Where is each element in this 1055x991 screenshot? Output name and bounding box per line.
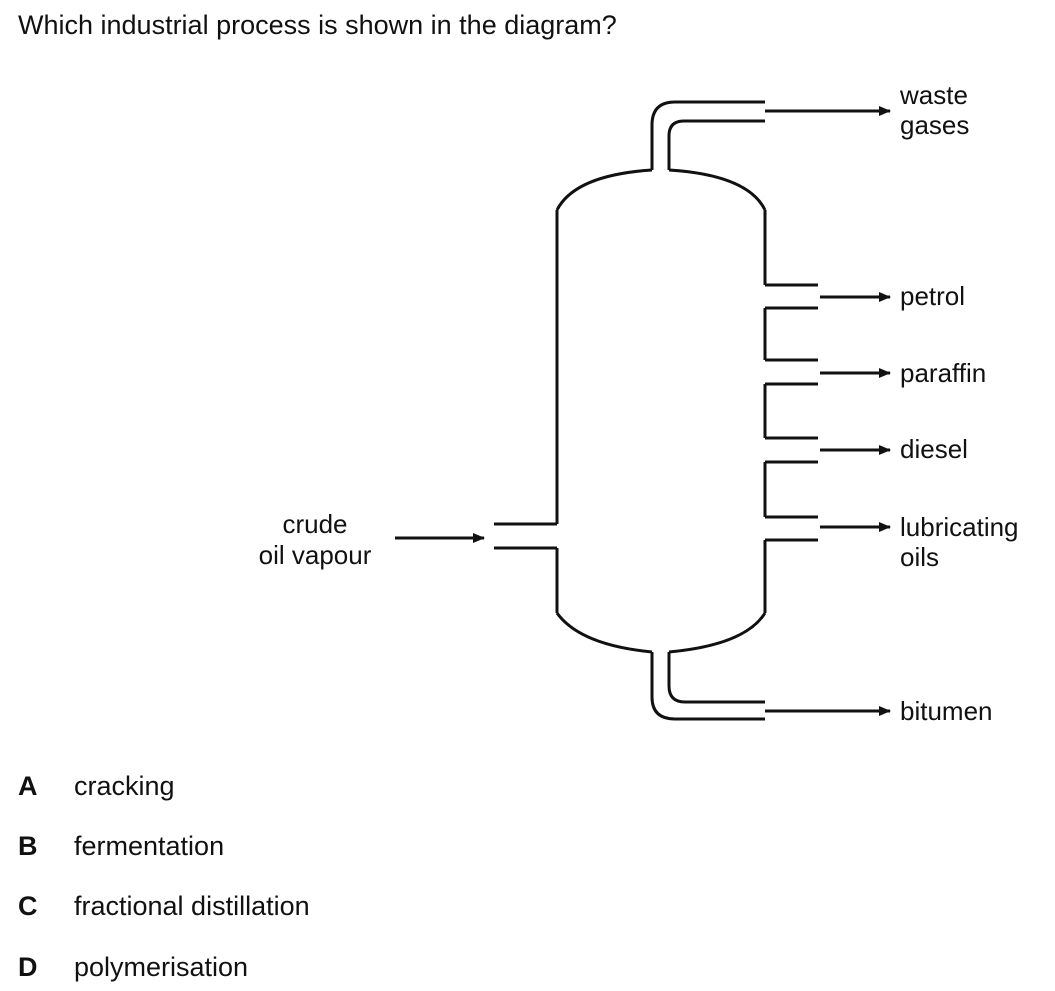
option-text: polymerisation <box>74 952 249 982</box>
label-bitumen: bitumen <box>900 696 993 726</box>
column-top-dome <box>555 168 767 211</box>
label-lubricating: lubricating <box>900 512 1019 542</box>
option-text: cracking <box>74 771 175 801</box>
label-diesel: diesel <box>900 434 968 464</box>
label-oil-vapour: oil vapour <box>259 540 372 570</box>
petrol-outlet-pipe <box>765 283 818 310</box>
label-oils: oils <box>900 542 939 572</box>
question-text: Which industrial process is shown in the… <box>18 10 617 40</box>
option-text: fractional distillation <box>74 891 310 921</box>
option-letter: A <box>18 771 38 801</box>
diesel-outlet-pipe <box>765 436 818 464</box>
option-text: fermentation <box>74 831 225 861</box>
label-petrol: petrol <box>900 281 965 311</box>
option-letter: C <box>18 891 38 921</box>
fractionating-column-diagram: crude oil vapour waste gases petrol para… <box>259 80 1019 726</box>
column-bottom-dome <box>555 612 767 654</box>
paraffin-outlet-pipe <box>765 358 818 386</box>
label-paraffin: paraffin <box>900 358 986 388</box>
lubricating-oils-outlet-pipe <box>765 515 818 542</box>
crude-oil-inlet-pipe <box>494 522 557 550</box>
option-letter: D <box>18 952 38 982</box>
option-letter: B <box>18 831 38 861</box>
label-crude: crude <box>282 509 347 539</box>
label-gases: gases <box>900 110 969 140</box>
bitumen-pipe <box>650 652 765 721</box>
waste-gases-pipe <box>650 100 765 170</box>
label-waste: waste <box>899 80 968 110</box>
